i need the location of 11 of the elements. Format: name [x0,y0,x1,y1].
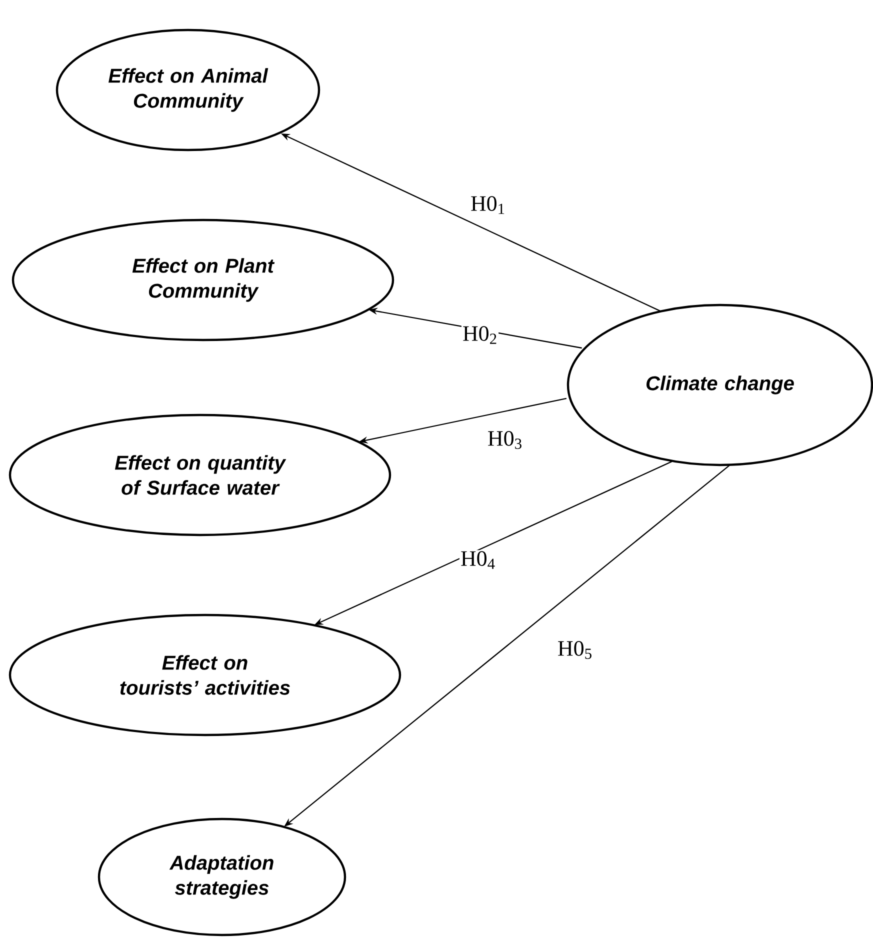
ellipse-node: Climate change [566,304,873,466]
ellipse-node: Effect on quantity of Surface water [8,414,392,536]
edge-label: H0$_{4}$ [459,550,497,570]
ellipse-node: Effect on Animal Community [56,28,320,152]
ellipse-node: Adaptation strategies [98,818,346,936]
edge-label: H0$_{5}$ [556,640,594,660]
ellipse-node: Effect on Plant Community [12,218,394,342]
edge-label: H0$_{1}$ [469,195,507,215]
edge-label: H0$_{2}$ [461,325,499,345]
ellipse-node: Effect on tourists’ activities [8,614,402,736]
edge-label: H0$_{3}$ [486,430,524,450]
